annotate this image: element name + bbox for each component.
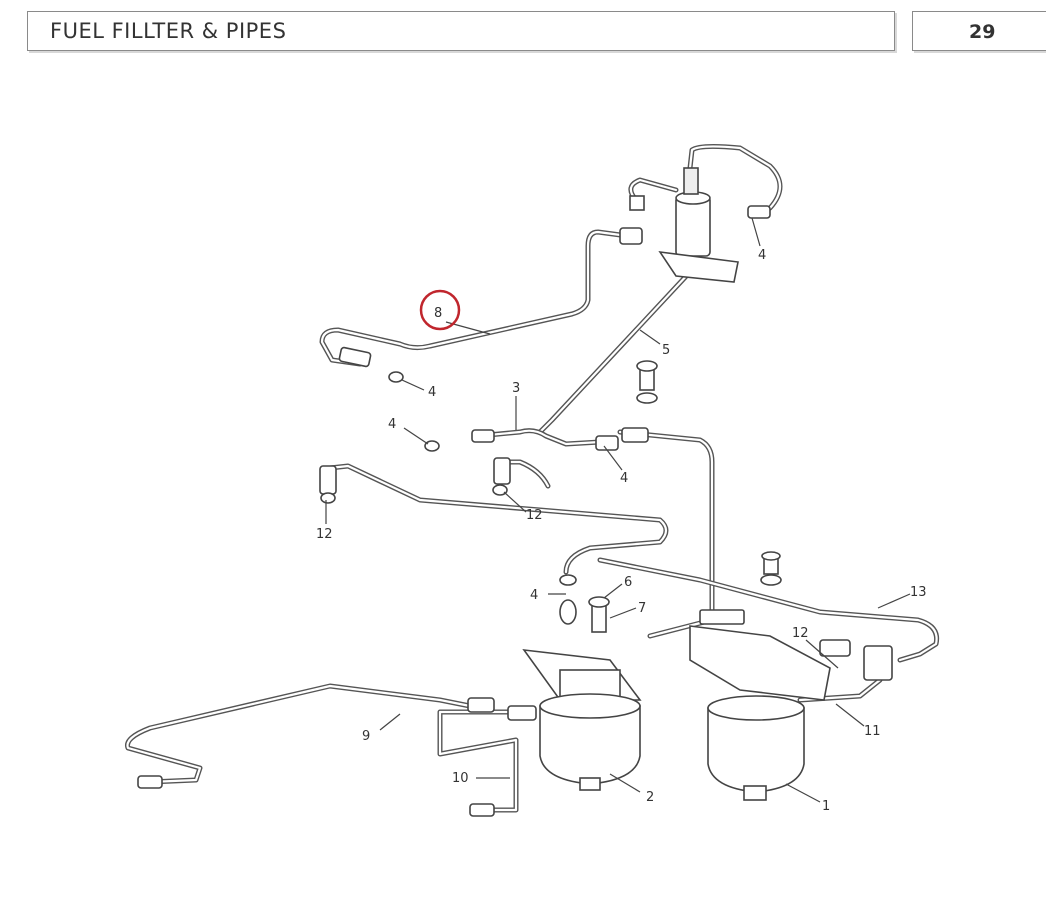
- callout-6: 6: [624, 575, 632, 590]
- callout-12-left: 12: [316, 527, 333, 542]
- callout-12-mid: 12: [526, 508, 543, 523]
- highlight-circle: [419, 289, 461, 331]
- callout-4-top: 4: [758, 248, 766, 263]
- callout-12-right: 12: [792, 626, 809, 641]
- pipe-13: [597, 557, 940, 663]
- banjo-12-left: [319, 465, 337, 504]
- filter-2: [539, 693, 641, 791]
- callout-5: 5: [662, 343, 670, 358]
- page-number: 29: [969, 21, 996, 43]
- banjo-12-mid: [492, 457, 511, 496]
- diagram-title: FUEL FILLTER & PIPES: [50, 19, 287, 43]
- fitting-3: [471, 429, 495, 443]
- callout-4-right: 4: [620, 471, 628, 486]
- callout-13: 13: [910, 585, 927, 600]
- pipe-main-right: [617, 429, 715, 639]
- pipe-5: [537, 269, 693, 435]
- pipe-12-mid: [497, 459, 551, 489]
- callout-8: 8: [434, 306, 442, 321]
- fitting-top-pipe-8: [619, 227, 643, 245]
- banjo-bolt-upper: [636, 360, 658, 404]
- pipe-10: [437, 709, 519, 813]
- filter-head-2: [522, 648, 642, 701]
- filter-head-1: [689, 609, 893, 701]
- callout-10: 10: [452, 771, 469, 786]
- callout-1: 1: [822, 799, 830, 814]
- callout-labels: 8 4 5 4 3 4 4 12 12 13 4 6 7 12 9 11 10 …: [316, 248, 927, 814]
- top-filter-bracket: [629, 167, 739, 283]
- pipe-12-left: [327, 463, 669, 575]
- callout-4-washer: 4: [388, 417, 396, 432]
- callout-2: 2: [646, 790, 654, 805]
- callout-11: 11: [864, 724, 881, 739]
- page-number-box: 29: [912, 11, 1046, 51]
- callout-7: 7: [638, 601, 646, 616]
- bolts-6-7: [559, 574, 610, 633]
- pipe-3: [475, 428, 603, 447]
- washer-4-left: [424, 440, 440, 452]
- callout-4-lower: 4: [530, 588, 538, 603]
- pipe-8: [319, 229, 631, 367]
- callout-9: 9: [362, 729, 370, 744]
- fitting-top-right: [747, 205, 771, 219]
- filter-1: [707, 695, 805, 801]
- pipe-9: [125, 683, 473, 785]
- title-box: FUEL FILLTER & PIPES: [27, 11, 895, 51]
- fitting-4-right: [595, 427, 649, 451]
- banjo-bolt-right: [760, 551, 782, 586]
- fitting-8-end: [338, 346, 404, 383]
- callout-3: 3: [512, 381, 520, 396]
- fittings-9-10: [137, 697, 537, 817]
- callout-4-pipe8: 4: [428, 385, 436, 400]
